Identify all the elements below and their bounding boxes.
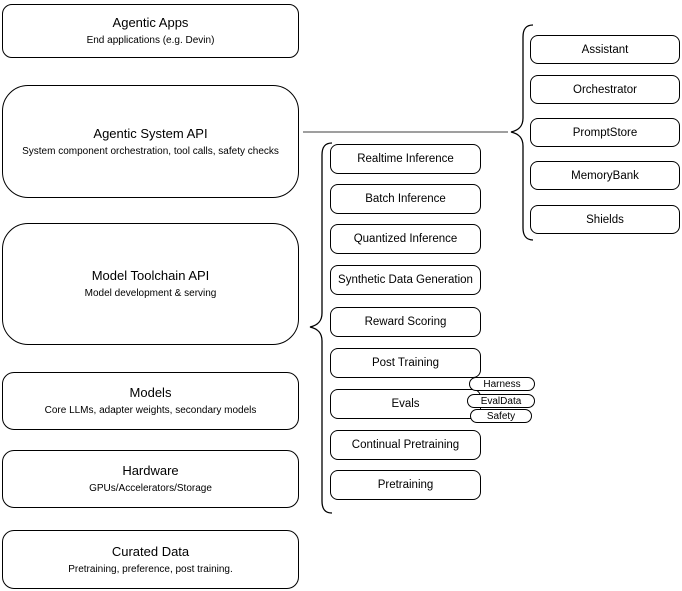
component-label: Shields — [586, 213, 624, 226]
component-label: Assistant — [581, 43, 629, 56]
component-memorybank: MemoryBank — [530, 161, 680, 190]
toolchain-item-continual-pretraining: Continual Pretraining — [330, 430, 481, 460]
component-promptstore: PromptStore — [530, 118, 680, 147]
toolchain-item-label: Synthetic Data Generation — [338, 274, 473, 286]
toolchain-item-realtime-inference: Realtime Inference — [330, 144, 481, 174]
evals-tag-label: Harness — [483, 378, 521, 390]
layer-subtitle: Core LLMs, adapter weights, secondary mo… — [44, 405, 257, 416]
toolchain-item-label: Pretraining — [377, 479, 434, 491]
evals-tag-safety: Safety — [470, 409, 532, 423]
toolchain-item-label: Reward Scoring — [364, 316, 447, 328]
toolchain-item-synthetic-data-generation: Synthetic Data Generation — [330, 265, 481, 295]
component-orchestrator: Orchestrator — [530, 75, 680, 104]
layer-curated-data: Curated Data Pretraining, preference, po… — [2, 530, 299, 589]
toolchain-item-label: Realtime Inference — [357, 153, 454, 165]
layer-title: Curated Data — [111, 543, 190, 559]
layer-subtitle: Model development & serving — [84, 288, 217, 299]
evals-tag-label: Safety — [486, 410, 516, 422]
layer-model-toolchain-api: Model Toolchain API Model development & … — [2, 223, 299, 345]
layer-title: Hardware — [122, 463, 179, 478]
toolchain-item-label: Evals — [391, 398, 420, 410]
layer-subtitle: Pretraining, preference, post training. — [68, 563, 233, 575]
layer-agentic-apps: Agentic Apps End applications (e.g. Devi… — [2, 4, 299, 58]
toolchain-group-brace — [309, 142, 333, 514]
component-assistant: Assistant — [530, 35, 680, 64]
toolchain-item-quantized-inference: Quantized Inference — [330, 224, 481, 254]
component-label: PromptStore — [572, 126, 638, 139]
layer-agentic-system-api: Agentic System API System component orch… — [2, 85, 299, 198]
layer-title: Agentic Apps — [112, 15, 189, 30]
layer-title: Agentic System API — [93, 125, 208, 141]
layer-models: Models Core LLMs, adapter weights, secon… — [2, 372, 299, 430]
layer-subtitle: End applications (e.g. Devin) — [86, 35, 215, 46]
evals-tag-harness: Harness — [469, 377, 535, 391]
toolchain-item-label: Batch Inference — [365, 193, 446, 205]
toolchain-item-label: Continual Pretraining — [351, 439, 460, 451]
layer-hardware: Hardware GPUs/Accelerators/Storage — [2, 450, 299, 508]
toolchain-item-pretraining: Pretraining — [330, 470, 481, 500]
layer-subtitle: System component orchestration, tool cal… — [22, 145, 279, 157]
toolchain-item-batch-inference: Batch Inference — [330, 184, 481, 214]
toolchain-item-label: Post Training — [371, 357, 440, 369]
component-label: Orchestrator — [573, 83, 637, 96]
component-shields: Shields — [530, 205, 680, 234]
layer-subtitle: GPUs/Accelerators/Storage — [89, 483, 212, 494]
toolchain-item-evals: Evals — [330, 389, 481, 419]
toolchain-item-post-training: Post Training — [330, 348, 481, 378]
layer-title: Model Toolchain API — [91, 268, 210, 283]
evals-tag-evaldata: EvalData — [467, 394, 535, 408]
evals-tag-label: EvalData — [480, 395, 522, 407]
toolchain-item-label: Quantized Inference — [353, 233, 458, 245]
layer-title: Models — [129, 385, 172, 400]
toolchain-item-reward-scoring: Reward Scoring — [330, 307, 481, 337]
component-label: MemoryBank — [571, 169, 639, 182]
